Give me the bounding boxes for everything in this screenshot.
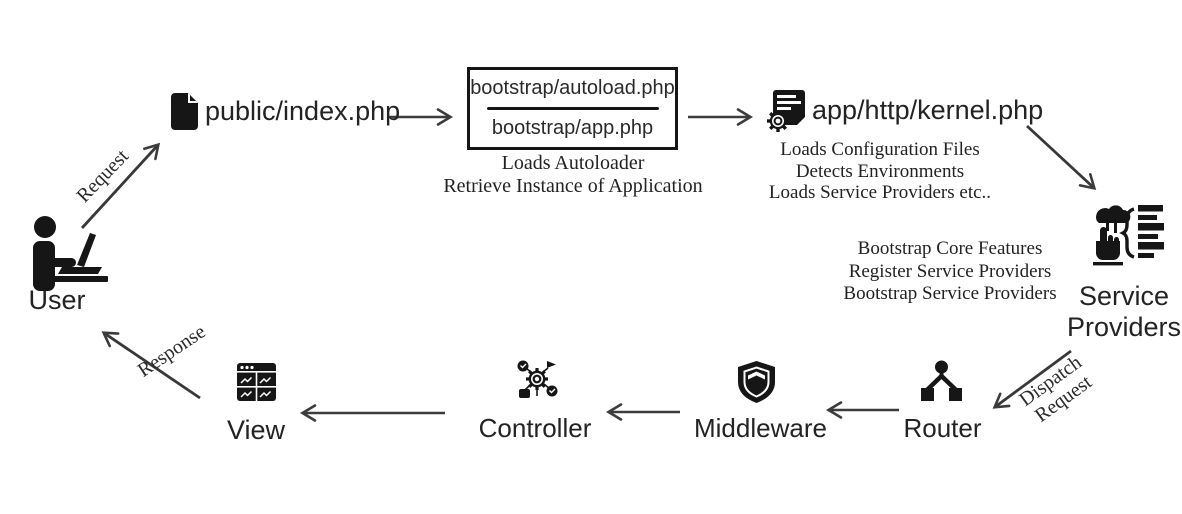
service-providers-label: Service Providers — [1054, 281, 1182, 343]
branch-nodes-icon — [921, 360, 962, 401]
hand-cloud-list-icon — [1093, 205, 1164, 266]
controller-label: Controller — [478, 413, 592, 443]
kernel-label: app/http/kernel.php — [812, 95, 1044, 125]
bootstrap-note-line2: Retrieve Instance of Application — [443, 175, 703, 197]
bootstrap-note: Loads Autoloader Retrieve Instance of Ap… — [408, 152, 738, 198]
bootstrap-autoload-label: bootstrap/autoload.php — [470, 77, 675, 99]
shield-icon — [738, 361, 775, 403]
kernel-note-line2: Detects Environments — [795, 160, 965, 182]
response-arrow — [101, 331, 201, 400]
bootstrap-files-box: bootstrap/autoload.php bootstrap/app.php — [467, 67, 678, 150]
box-divider — [486, 107, 659, 110]
gear-network-icon — [517, 360, 558, 398]
kernel-note-line1: Loads Configuration Files — [780, 139, 980, 160]
dispatch-request-arrow — [992, 349, 1072, 409]
kernel-note: Loads Configuration Files Detects Enviro… — [752, 139, 1008, 204]
sp-note-line2: Register Service Providers — [848, 260, 1052, 282]
sp-note-line1: Bootstrap Core Features — [857, 238, 1043, 259]
user-label: User — [28, 285, 86, 315]
document-icon — [171, 93, 198, 130]
bootstrap-app-label: bootstrap/app.php — [491, 117, 654, 139]
document-gear-icon — [767, 90, 805, 132]
view-label: View — [226, 415, 286, 445]
kernel-note-line3: Loads Service Providers etc.. — [768, 182, 992, 203]
kernel-to-service-providers-arrow — [1026, 124, 1097, 191]
bootstrap-note-line1: Loads Autoloader — [501, 152, 645, 174]
service-providers-label-line2: Providers — [1066, 312, 1182, 342]
router-label: Router — [903, 413, 982, 443]
sp-note-line3: Bootstrap Service Providers — [843, 283, 1057, 304]
service-providers-label-line1: Service — [1078, 281, 1170, 311]
middleware-label: Middleware — [694, 413, 827, 443]
request-arrow — [80, 142, 161, 229]
public-index-label: public/index.php — [205, 96, 401, 126]
person-at-laptop-icon — [33, 216, 108, 291]
browser-window-icon — [237, 363, 276, 401]
service-providers-note: Bootstrap Core Features Register Service… — [822, 238, 1078, 306]
